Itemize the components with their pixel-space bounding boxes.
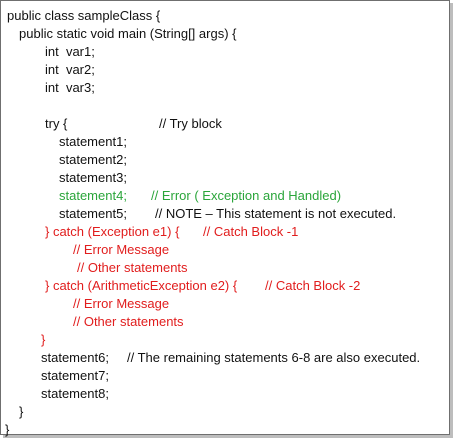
code-comment-catch1: // Catch Block -1: [203, 224, 299, 239]
code-line-statement8: statement8;: [41, 386, 109, 401]
code-line-statement2: statement2;: [59, 152, 127, 167]
code-comment-error-message-2: // Error Message: [73, 296, 170, 311]
code-line-var3: int var3;: [45, 80, 95, 95]
code-line-try-open: try {: [45, 116, 68, 131]
code-comment-note: // NOTE – This statement is not executed…: [155, 206, 397, 221]
code-line-statement4: statement4;: [59, 188, 127, 203]
code-comment-try-block: // Try block: [159, 116, 222, 131]
code-comment-error: // Error ( Exception and Handled): [151, 188, 342, 203]
code-line-close-catch: }: [41, 332, 46, 347]
code-line-statement5: statement5;: [59, 206, 127, 221]
code-comment-catch2: // Catch Block -2: [265, 278, 361, 293]
code-line-close-main: }: [19, 404, 24, 419]
code-line-statement7: statement7;: [41, 368, 109, 383]
code-comment-other-statements-2: // Other statements: [73, 314, 184, 329]
code-line-var2: int var2;: [45, 62, 95, 77]
code-line-main-decl: public static void main (String[] args) …: [19, 26, 237, 41]
code-line-close-class: }: [5, 422, 10, 437]
code-line-catch1: } catch (Exception e1) {: [45, 224, 180, 239]
code-comment-remaining: // The remaining statements 6-8 are also…: [127, 350, 421, 365]
code-line-var1: int var1;: [45, 44, 95, 59]
code-line-statement6: statement6;: [41, 350, 109, 365]
code-comment-error-message-1: // Error Message: [73, 242, 170, 257]
code-comment-other-statements-1: // Other statements: [77, 260, 188, 275]
code-line-class-decl: public class sampleClass {: [7, 8, 161, 23]
code-line-statement3: statement3;: [59, 170, 127, 185]
code-line-catch2: } catch (ArithmeticException e2) {: [45, 278, 238, 293]
code-line-statement1: statement1;: [59, 134, 127, 149]
